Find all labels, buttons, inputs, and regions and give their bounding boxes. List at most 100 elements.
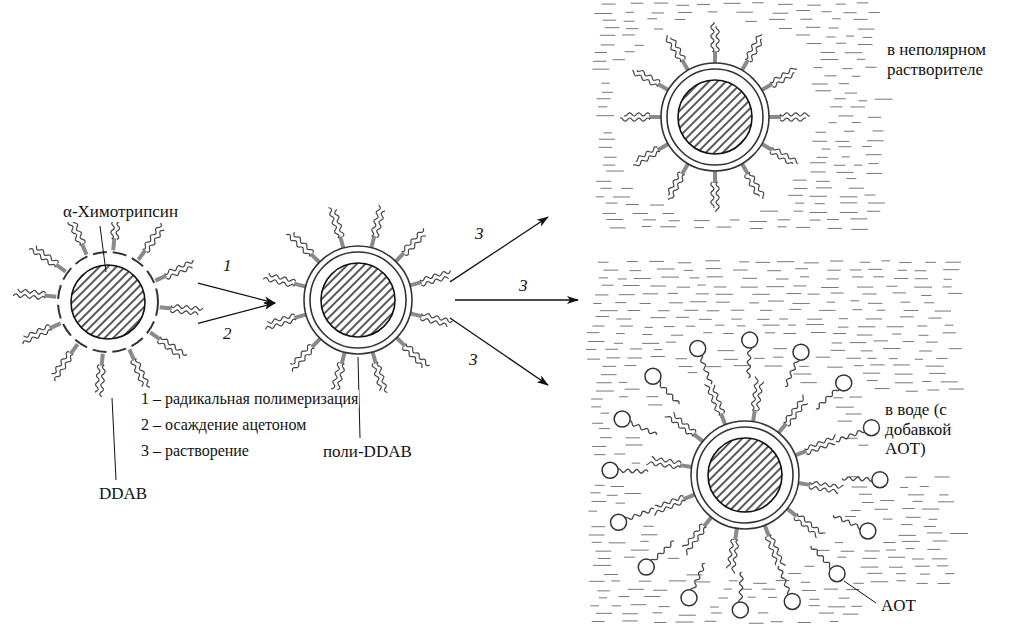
- solvent-dash: [922, 381, 931, 382]
- solvent-dash: [945, 573, 954, 574]
- surfactant-head: [294, 284, 306, 287]
- leader-line: [100, 226, 106, 272]
- surfactant-head: [779, 423, 786, 432]
- solvent-dash: [649, 261, 664, 262]
- solvent-dash: [883, 348, 901, 349]
- surfactant-tail: [421, 277, 448, 286]
- enzyme-core: [678, 80, 752, 154]
- surfactant-head: [704, 517, 711, 526]
- solvent-dash: [850, 218, 867, 219]
- solvent-dash: [625, 493, 641, 494]
- enzyme-surfactant-complex: [13, 207, 203, 397]
- solvent-dash: [793, 180, 807, 181]
- solvent-dash: [917, 325, 927, 326]
- surfactant-tail: [726, 539, 733, 568]
- solvent-dash: [919, 335, 929, 336]
- solvent-dash: [605, 349, 618, 350]
- solvent-dash: [671, 335, 683, 336]
- solvent-dash: [628, 589, 645, 590]
- solvent-dash: [857, 335, 873, 336]
- solvent-dash: [602, 92, 613, 93]
- solvent-dash: [796, 227, 810, 228]
- solvent-dash: [820, 59, 838, 60]
- surfactant-head: [102, 354, 103, 366]
- solvent-dash: [870, 364, 884, 365]
- solvent-dash: [742, 589, 752, 590]
- solvent-dash: [603, 20, 616, 21]
- solvent-dash: [827, 367, 843, 368]
- surfactant-head: [742, 164, 748, 174]
- solvent-dash: [895, 374, 913, 375]
- enzyme-core: [321, 263, 395, 337]
- surfactant-tail: [770, 152, 793, 164]
- solvent-dash: [846, 178, 856, 179]
- solvent-dash: [606, 171, 624, 172]
- solvent-dash: [830, 106, 842, 107]
- surfactant-tail: [671, 38, 686, 60]
- solvent-dash: [625, 444, 642, 445]
- solvent-dash: [867, 211, 880, 212]
- solvent-dash: [889, 567, 903, 568]
- solvent-dash: [801, 582, 810, 583]
- solvent-dash: [807, 43, 822, 44]
- solvent-dash: [827, 270, 840, 271]
- solvent-dash: [613, 59, 625, 60]
- solvent-dash: [904, 310, 919, 311]
- leader-line: [112, 398, 116, 480]
- solvent-dash: [944, 279, 952, 280]
- surfactant-tail: [335, 209, 344, 236]
- solvent-dash: [591, 526, 605, 527]
- solvent-dash: [898, 270, 907, 271]
- solvent-dash: [606, 203, 618, 204]
- solvent-dash: [618, 596, 629, 597]
- solvent-dash: [838, 327, 849, 328]
- solvent-dash: [859, 494, 872, 495]
- surfactant-tail: [788, 404, 808, 426]
- solvent-dash: [601, 413, 609, 414]
- surfactant-tail: [624, 113, 650, 116]
- solvent-dash: [615, 302, 626, 303]
- solvent-dash: [809, 220, 820, 221]
- solvent-dash: [881, 260, 890, 261]
- solvent-dash: [699, 319, 712, 320]
- surfactant-tail: [633, 151, 660, 165]
- solvent-dash: [716, 302, 729, 303]
- aot-head: [784, 593, 800, 609]
- solvent-dash: [592, 326, 604, 327]
- surfactant-head: [373, 352, 376, 364]
- solvent-dash: [619, 396, 628, 397]
- solvent-dash: [601, 374, 617, 375]
- solvent-dash: [606, 357, 620, 358]
- solvent-dash: [645, 327, 653, 328]
- solvent-dash: [602, 213, 615, 214]
- aot-tail: [811, 546, 830, 569]
- solvent-dash: [632, 463, 641, 464]
- solvent-dash: [800, 382, 816, 383]
- solvent-dash: [852, 122, 861, 123]
- solvent-dash: [634, 45, 643, 46]
- solvent-dash: [647, 18, 657, 19]
- solvent-dash: [841, 551, 855, 552]
- surfactant-tail: [655, 496, 684, 507]
- solvent-dash: [773, 357, 783, 358]
- surfactant-tail: [403, 347, 422, 368]
- solvent-dash: [678, 262, 692, 263]
- solvent-dash: [640, 303, 651, 304]
- solvent-dash: [588, 511, 597, 512]
- solvent-dash: [926, 366, 944, 367]
- solvent-dash: [748, 597, 756, 598]
- solvent-dash: [950, 533, 968, 534]
- solvent-dash: [899, 262, 911, 263]
- solvent-dash: [851, 606, 862, 607]
- solvent-dash: [927, 390, 939, 391]
- solvent-dash: [621, 188, 633, 189]
- solvent-dash: [852, 76, 861, 77]
- solvent-dash: [684, 310, 698, 311]
- solvent-dash: [696, 293, 709, 294]
- solvent-dash: [903, 341, 914, 342]
- solvent-dash: [902, 508, 914, 509]
- solvent-dash: [694, 220, 710, 221]
- solvent-dash: [924, 526, 936, 527]
- solvent-dash: [845, 516, 856, 517]
- solvent-dash: [863, 373, 880, 374]
